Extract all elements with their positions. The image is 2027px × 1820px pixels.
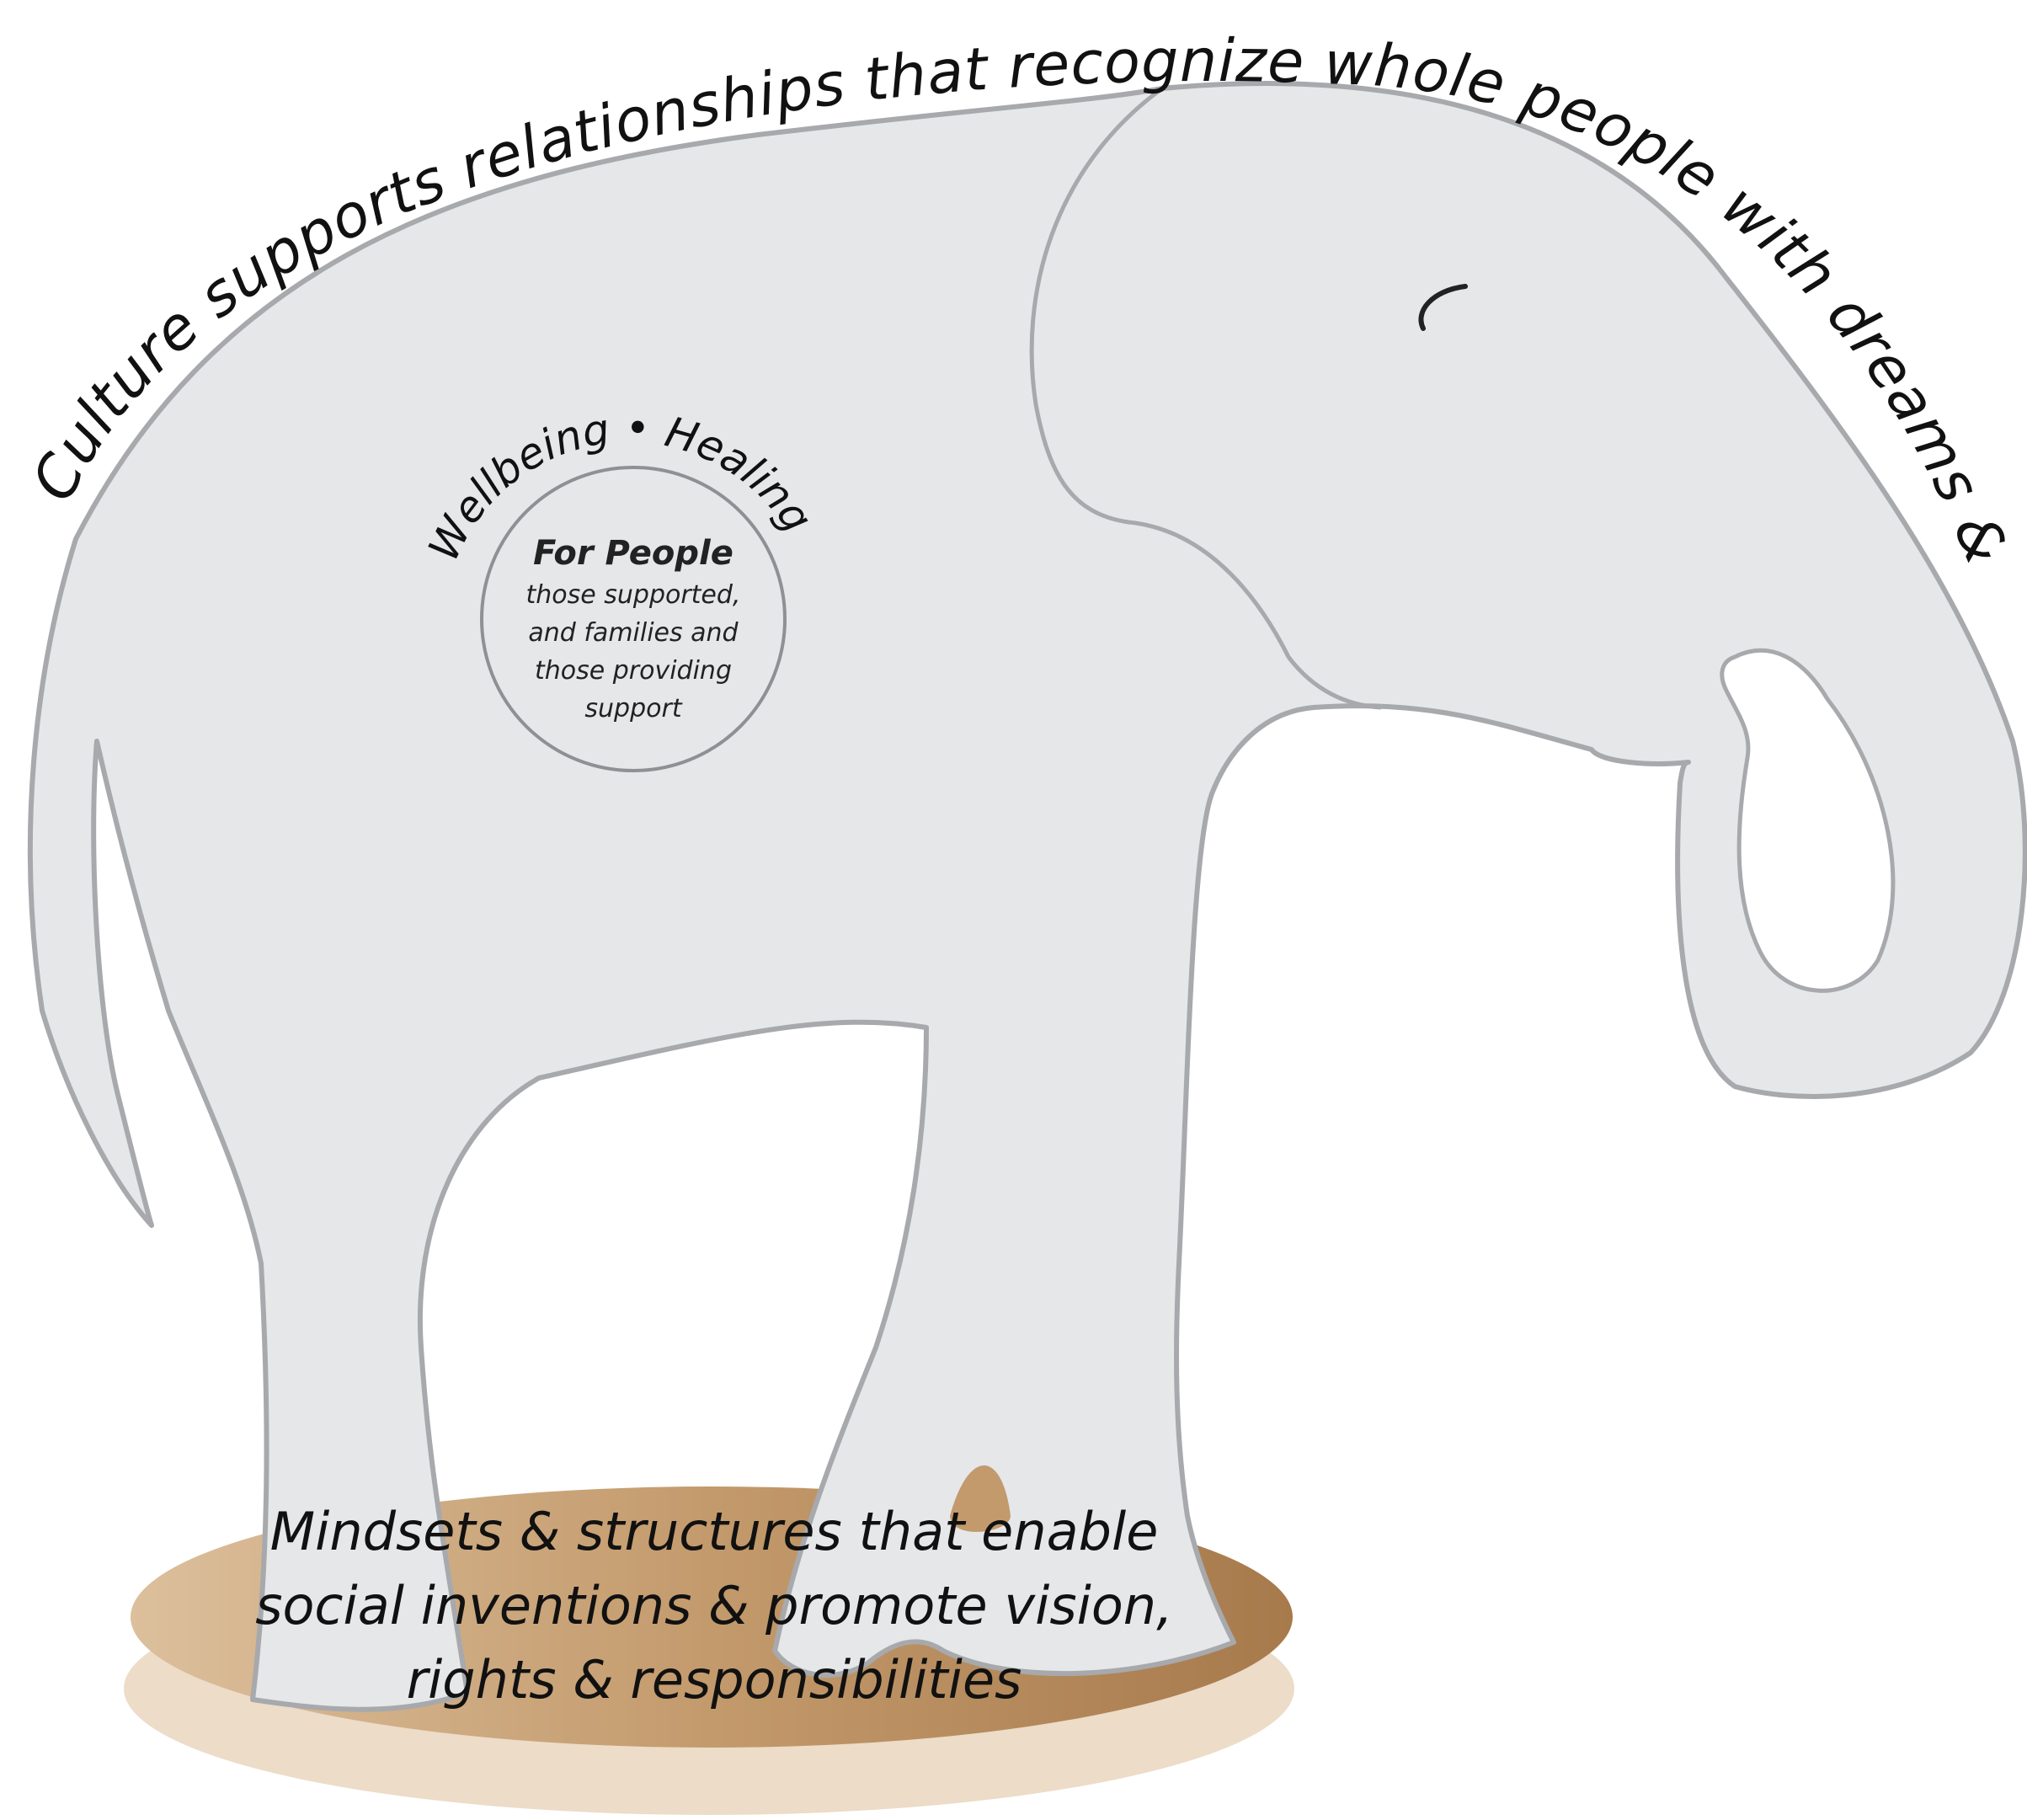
elephant-ear bbox=[1029, 86, 1382, 710]
circle-line-1: those supported, bbox=[526, 580, 741, 610]
for-people-circle bbox=[480, 466, 787, 772]
circle-title: For People bbox=[533, 534, 733, 573]
base-line-2: social inventions & promote vision, bbox=[255, 1575, 1173, 1636]
elephant-body bbox=[27, 81, 2027, 1712]
circle-line-4: support bbox=[584, 694, 682, 723]
elephant-trunk-loop bbox=[1720, 648, 1896, 993]
circle-line-2: and families and bbox=[528, 618, 739, 648]
circle-line-3: those providing bbox=[535, 656, 732, 686]
base-line-3: rights & responsibilities bbox=[407, 1649, 1022, 1711]
elephant-eye bbox=[1418, 284, 1468, 331]
base-line-1: Mindsets & structures that enable bbox=[270, 1501, 1159, 1562]
foot-gap bbox=[950, 1465, 1011, 1532]
